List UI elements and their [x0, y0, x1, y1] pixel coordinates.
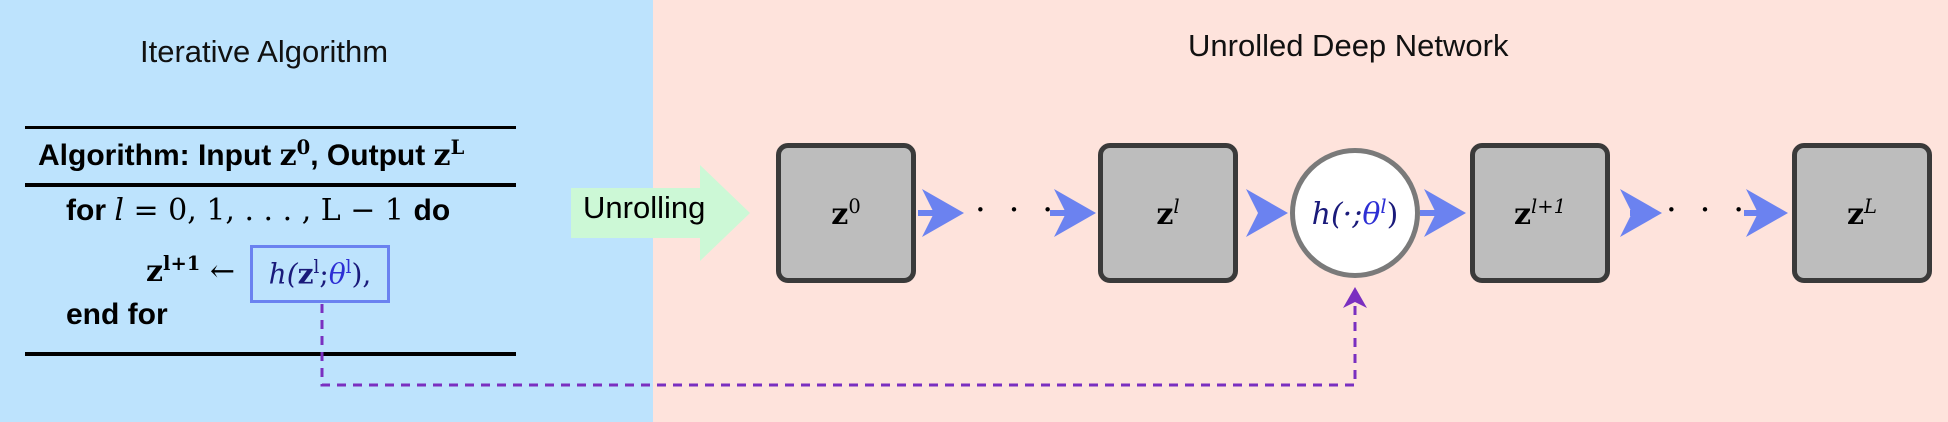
algorithm-update-line: zl+1 ← — [146, 252, 235, 289]
for-keyword: for — [66, 194, 106, 227]
unrolled-network-heading: Unrolled Deep Network — [1188, 28, 1509, 63]
algorithm-top-rule — [25, 126, 516, 129]
node-zl-plus-1: zl+1 — [1470, 143, 1610, 283]
algorithm-header-input-text: Algorithm: Input — [38, 139, 280, 172]
dashed-correspondence-link — [320, 287, 1367, 387]
algorithm-header-rule — [25, 183, 516, 187]
for-range: l = 0, 1, . . . , L − 1 — [114, 193, 414, 228]
ellipsis: · · · — [975, 190, 1060, 230]
algorithm-for-line: for l = 0, 1, . . . , L − 1 do — [66, 193, 450, 228]
unrolling-arrow — [571, 165, 750, 261]
algorithm-bottom-rule — [25, 352, 516, 356]
node-zL: zL — [1792, 143, 1932, 283]
iterative-algorithm-panel — [0, 0, 653, 422]
algorithm-header-output-text: , Output — [310, 139, 434, 172]
algorithm-input-var: z0 — [279, 136, 311, 173]
end-for-keyword: end for — [66, 298, 168, 331]
ellipsis: · · · — [1666, 190, 1751, 230]
node-zl: zl — [1098, 143, 1238, 283]
iterative-algorithm-heading: Iterative Algorithm — [140, 34, 389, 69]
algorithm-header: Algorithm: Input z0, Output zL — [38, 136, 464, 173]
layer-function-node: h(·;θl) — [1290, 148, 1420, 278]
algorithm-output-var: zL — [433, 136, 465, 173]
do-keyword: do — [413, 194, 451, 227]
unrolling-label: Unrolling — [583, 190, 706, 225]
assign-arrow: ← — [200, 254, 236, 289]
update-lhs: zl+1 — [146, 252, 201, 289]
node-z0: z0 — [776, 143, 916, 283]
algorithm-update-function: h(zl;θl), — [250, 245, 390, 303]
